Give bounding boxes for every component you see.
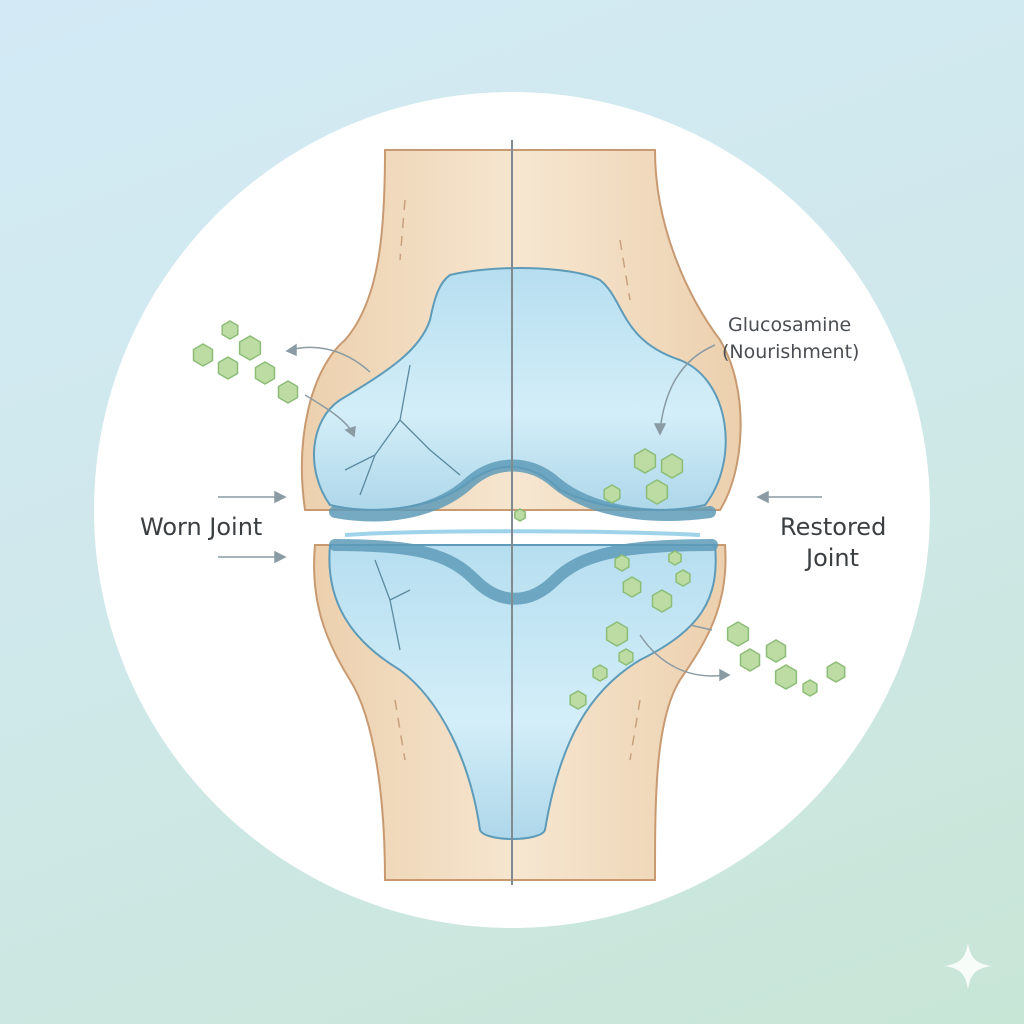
nourishment-label: (Nourishment) [722,341,860,363]
glucosamine-hexagon [739,648,761,672]
joint-fluid [344,529,701,537]
glucosamine-hexagon [633,448,657,474]
cartilage-cracks [344,364,461,651]
glucosamine-label: Glucosamine [728,314,852,336]
glucosamine-molecules [192,320,846,710]
glucosamine-hexagon [614,554,630,572]
glucosamine-hexagon [668,550,682,566]
worn-joint-label: Worn Joint [140,513,263,541]
glucosamine-hexagon [675,569,691,587]
glucosamine-hexagon [618,648,634,666]
glucosamine-hexagon [569,690,587,710]
glucosamine-hexagon [192,343,214,367]
sparkle-logo [944,942,992,990]
glucosamine-hexagon [826,661,846,683]
lower-joint-surface [329,539,718,605]
glucosamine-hexagon [603,484,621,504]
glucosamine-hexagon [651,589,673,613]
glucosamine-hexagon [514,508,526,522]
glucosamine-hexagon [592,664,608,682]
restored-joint-label-line2: Joint [806,544,860,572]
glucosamine-hexagon [238,335,262,361]
glucosamine-hexagon [254,361,276,385]
restored-joint-label-line1: Restored [780,513,887,541]
glucosamine-hexagon [645,479,669,505]
glucosamine-hexagon [221,320,239,340]
tibia-cartilage [328,544,717,840]
glucosamine-hexagon [802,679,818,697]
glucosamine-hexagon [774,664,798,690]
glucosamine-hexagon [605,621,629,647]
glucosamine-hexagon [217,356,239,380]
arrows [218,343,822,682]
glucosamine-hexagon [277,380,299,404]
glucosamine-hexagon [622,576,642,598]
glucosamine-hexagon [765,639,787,663]
glucosamine-hexagon [660,453,684,479]
glucosamine-hexagon [726,621,750,647]
